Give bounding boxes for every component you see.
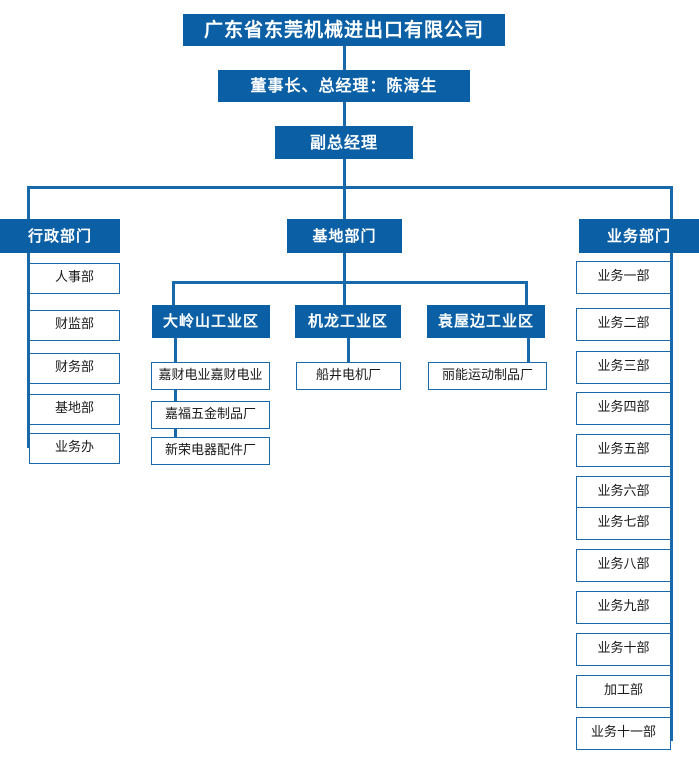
connector-bus-to-admin (27, 186, 30, 219)
node-business-child-8[interactable]: 业务九部 (576, 591, 671, 624)
connector-zone2-spine (527, 338, 530, 364)
node-zone0-factory-2[interactable]: 新荣电器配件厂 (151, 437, 270, 465)
connector-executive-to-deputy (343, 102, 346, 126)
node-deputy-general-manager[interactable]: 副总经理 (275, 126, 413, 159)
node-root-company[interactable]: 广东省东莞机械进出口有限公司 (183, 14, 505, 46)
connector-bus-to-zone-1 (343, 281, 346, 305)
node-chairman-general-manager[interactable]: 董事长、总经理：陈海生 (218, 70, 470, 102)
node-zone0-factory-1[interactable]: 嘉福五金制品厂 (151, 401, 270, 429)
connector-zone1-spine (347, 338, 350, 364)
node-admin-child-2[interactable]: 财务部 (29, 353, 120, 384)
connector-bus-to-base (343, 186, 346, 219)
node-zone-daling-shan[interactable]: 大岭山工业区 (152, 305, 270, 338)
node-business-child-7[interactable]: 业务八部 (576, 549, 671, 582)
connector-bus-to-zone-0 (172, 281, 175, 305)
node-zone2-factory-0[interactable]: 丽能运动制品厂 (428, 362, 547, 390)
node-zone-yuan-wu-bian[interactable]: 袁屋边工业区 (427, 305, 545, 338)
node-business-child-6[interactable]: 业务七部 (576, 507, 671, 540)
connector-zone-horizontal-bus (172, 281, 528, 284)
node-business-child-9[interactable]: 业务十部 (576, 633, 671, 666)
node-business-child-11[interactable]: 业务十一部 (576, 717, 671, 750)
node-base-department[interactable]: 基地部门 (287, 219, 402, 253)
node-business-child-1[interactable]: 业务二部 (576, 308, 671, 341)
node-business-child-10[interactable]: 加工部 (576, 675, 671, 708)
node-admin-child-1[interactable]: 财监部 (29, 310, 120, 341)
connector-admin-spine (27, 253, 30, 448)
connector-root-to-executive (343, 46, 346, 70)
connector-bus-to-zone-2 (525, 281, 528, 305)
node-zone0-factory-0[interactable]: 嘉财电业嘉财电业 (151, 362, 270, 390)
connector-business-spine (670, 253, 673, 741)
node-admin-child-0[interactable]: 人事部 (29, 263, 120, 294)
node-zone-ji-long[interactable]: 机龙工业区 (295, 305, 401, 338)
connector-zone0-spine (174, 338, 177, 458)
node-admin-child-4[interactable]: 业务办 (29, 433, 120, 464)
connector-main-horizontal-bus (27, 186, 673, 189)
node-business-child-2[interactable]: 业务三部 (576, 351, 671, 384)
node-business-department[interactable]: 业务部门 (579, 219, 699, 253)
node-business-child-0[interactable]: 业务一部 (576, 261, 671, 294)
node-admin-department[interactable]: 行政部门 (0, 219, 120, 253)
node-business-child-4[interactable]: 业务五部 (576, 434, 671, 467)
node-admin-child-3[interactable]: 基地部 (29, 394, 120, 425)
connector-base-to-zone-bus (343, 253, 346, 284)
connector-deputy-to-bus (343, 159, 346, 189)
connector-bus-to-business (670, 186, 673, 219)
node-business-child-5[interactable]: 业务六部 (576, 476, 671, 509)
node-zone1-factory-0[interactable]: 船井电机厂 (296, 362, 401, 390)
node-business-child-3[interactable]: 业务四部 (576, 392, 671, 425)
